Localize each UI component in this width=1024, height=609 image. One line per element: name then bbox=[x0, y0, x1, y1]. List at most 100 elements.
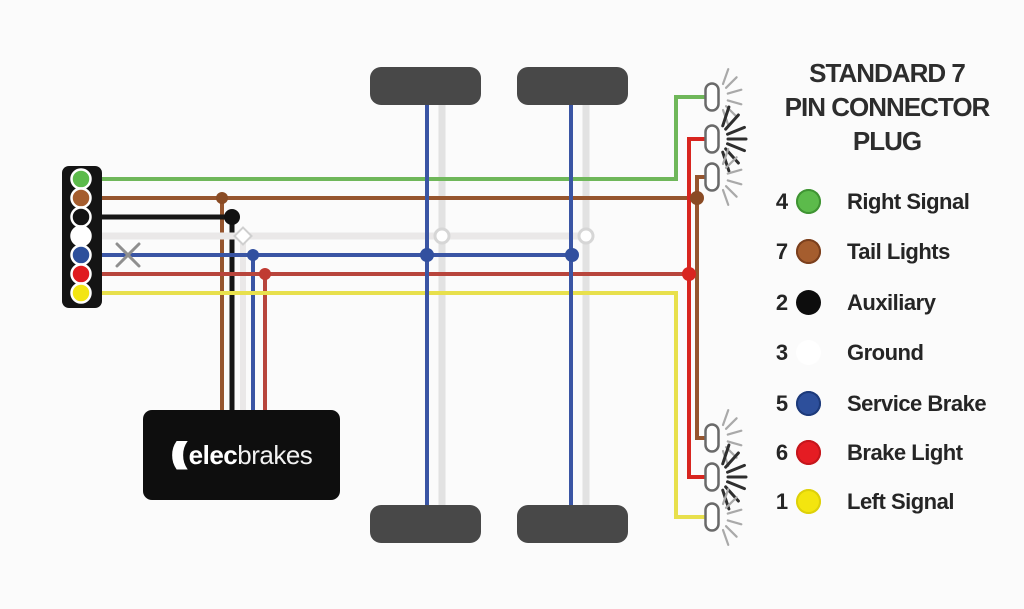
right-tail-lamp-ray-3 bbox=[726, 179, 743, 186]
left-signal-lamp-ray-2 bbox=[726, 508, 743, 515]
pin-number: 5 bbox=[775, 391, 789, 416]
wheel-bottom-front bbox=[370, 505, 481, 543]
left-signal-lamp-ray-5 bbox=[721, 528, 730, 546]
brand-brakes: brakes bbox=[237, 439, 313, 470]
pin-number: 4 bbox=[775, 189, 789, 214]
elecbrakes-controller-box: ((( elec brakes bbox=[143, 410, 340, 500]
tail-lights-branch-rear bbox=[695, 198, 708, 440]
left-brake-lamp bbox=[704, 462, 720, 492]
left-signal-lamp-ray-4 bbox=[724, 525, 738, 538]
elecbrakes-waves-icon: ((( bbox=[170, 435, 188, 470]
brake-light-branch-rear bbox=[687, 274, 708, 479]
color-swatch-red bbox=[796, 440, 821, 465]
left-signal-lamp bbox=[704, 502, 720, 532]
legend-row-ground: 3 Ground bbox=[762, 339, 1018, 367]
legend-title-line-1: STANDARD 7 bbox=[809, 58, 966, 88]
color-swatch-yellow bbox=[796, 489, 821, 514]
right-signal-lamp-ray-2 bbox=[726, 88, 743, 95]
legend-row-left-signal: 1 Left Signal bbox=[762, 488, 1018, 516]
brakelight-junction-right bbox=[682, 267, 696, 281]
wheel-top-front bbox=[370, 67, 481, 105]
pin-number: 1 bbox=[775, 489, 789, 514]
left-tail-lamp-ray-1 bbox=[724, 417, 738, 430]
legend-title-line-2: PIN CONNECTOR bbox=[784, 92, 991, 122]
color-swatch-white bbox=[796, 340, 821, 365]
right-brake-lamp-ray-4 bbox=[726, 142, 746, 153]
pin-service-brake bbox=[70, 244, 92, 266]
pin-auxiliary bbox=[70, 206, 92, 228]
left-tail-lamp-ray-3 bbox=[726, 440, 743, 447]
cut-mark-stroke-1 bbox=[115, 242, 141, 268]
right-tail-lamp-ray-5 bbox=[721, 188, 730, 206]
pin-number: 3 bbox=[775, 340, 789, 365]
brand-elec: elec bbox=[188, 439, 238, 470]
tail-junction-right bbox=[690, 191, 704, 205]
color-swatch-blue bbox=[796, 391, 821, 416]
color-swatch-green bbox=[796, 189, 821, 214]
left-brake-lamp-ray-1 bbox=[724, 451, 740, 469]
legend-row-service-brake: 5 Service Brake bbox=[762, 390, 1018, 418]
left-brake-lamp-ray-2 bbox=[726, 463, 746, 474]
right-tail-lamp-ray-2 bbox=[726, 168, 743, 175]
right-tail-lamp-ray-1 bbox=[724, 156, 738, 169]
right-signal-wire bbox=[100, 95, 708, 181]
pin-ground bbox=[70, 225, 92, 247]
ground-junction-box bbox=[233, 226, 253, 246]
right-tail-lamp-ray-0 bbox=[721, 148, 730, 166]
pin-left-signal bbox=[70, 282, 92, 304]
legend-label: Tail Lights bbox=[847, 239, 950, 264]
aux-junction-box bbox=[224, 209, 240, 225]
brake-junction-rear bbox=[565, 248, 579, 262]
color-swatch-black bbox=[796, 290, 821, 315]
legend-label: Service Brake bbox=[847, 391, 987, 416]
left-signal-lamp-ray-0 bbox=[721, 488, 730, 506]
legend-label: Auxiliary bbox=[847, 290, 936, 315]
right-brake-lamp-ray-1 bbox=[724, 113, 740, 131]
right-tail-lamp bbox=[704, 162, 720, 192]
wheel-top-rear bbox=[517, 67, 628, 105]
legend-row-right-signal: 4 Right Signal bbox=[762, 188, 1018, 216]
color-swatch-brown bbox=[796, 239, 821, 264]
legend-row-brake-light: 6 Brake Light bbox=[762, 439, 1018, 467]
ground-junction-front bbox=[433, 227, 451, 245]
brakelight-junction-box bbox=[259, 268, 271, 280]
right-brake-lamp-ray-6 bbox=[721, 150, 731, 173]
left-signal-lamp-ray-1 bbox=[724, 496, 738, 509]
brake-junction-front bbox=[420, 248, 434, 262]
legend-label: Ground bbox=[847, 340, 924, 365]
legend-label: Left Signal bbox=[847, 489, 954, 514]
right-tail-lamp-ray-4 bbox=[724, 185, 738, 198]
wheel-bottom-rear bbox=[517, 505, 628, 543]
right-signal-lamp bbox=[704, 82, 720, 112]
pin-right-signal bbox=[70, 168, 92, 190]
pin-number: 7 bbox=[775, 239, 789, 264]
right-signal-lamp-ray-1 bbox=[724, 76, 738, 89]
pin-number: 6 bbox=[775, 440, 789, 465]
legend-title: STANDARD 7 PIN CONNECTOR PLUG bbox=[758, 56, 1016, 158]
legend-label: Right Signal bbox=[847, 189, 970, 214]
left-tail-lamp bbox=[704, 423, 720, 453]
left-signal-wire bbox=[100, 291, 708, 519]
right-signal-lamp-ray-0 bbox=[721, 68, 730, 86]
pin-tail-lights bbox=[70, 187, 92, 209]
tail-junction-box bbox=[216, 192, 228, 204]
legend-row-auxiliary: 2 Auxiliary bbox=[762, 289, 1018, 317]
pin-brake-light bbox=[70, 263, 92, 285]
left-signal-lamp-ray-3 bbox=[726, 519, 743, 526]
left-brake-lamp-ray-4 bbox=[726, 480, 746, 491]
left-brake-lamp-ray-0 bbox=[721, 443, 731, 466]
brake-light-branch-lamp bbox=[687, 137, 708, 274]
pin-number: 2 bbox=[775, 290, 789, 315]
legend-label: Brake Light bbox=[847, 440, 963, 465]
right-signal-lamp-ray-3 bbox=[726, 99, 743, 106]
legend-title-line-3: PLUG bbox=[852, 126, 922, 156]
legend-row-tail-lights: 7 Tail Lights bbox=[762, 238, 1018, 266]
left-tail-lamp-ray-0 bbox=[721, 409, 730, 427]
right-brake-lamp bbox=[704, 124, 720, 154]
right-brake-lamp-ray-2 bbox=[726, 125, 746, 136]
ground-junction-rear bbox=[577, 227, 595, 245]
right-brake-lamp-ray-0 bbox=[721, 105, 731, 128]
brake-junction-box bbox=[247, 249, 259, 261]
